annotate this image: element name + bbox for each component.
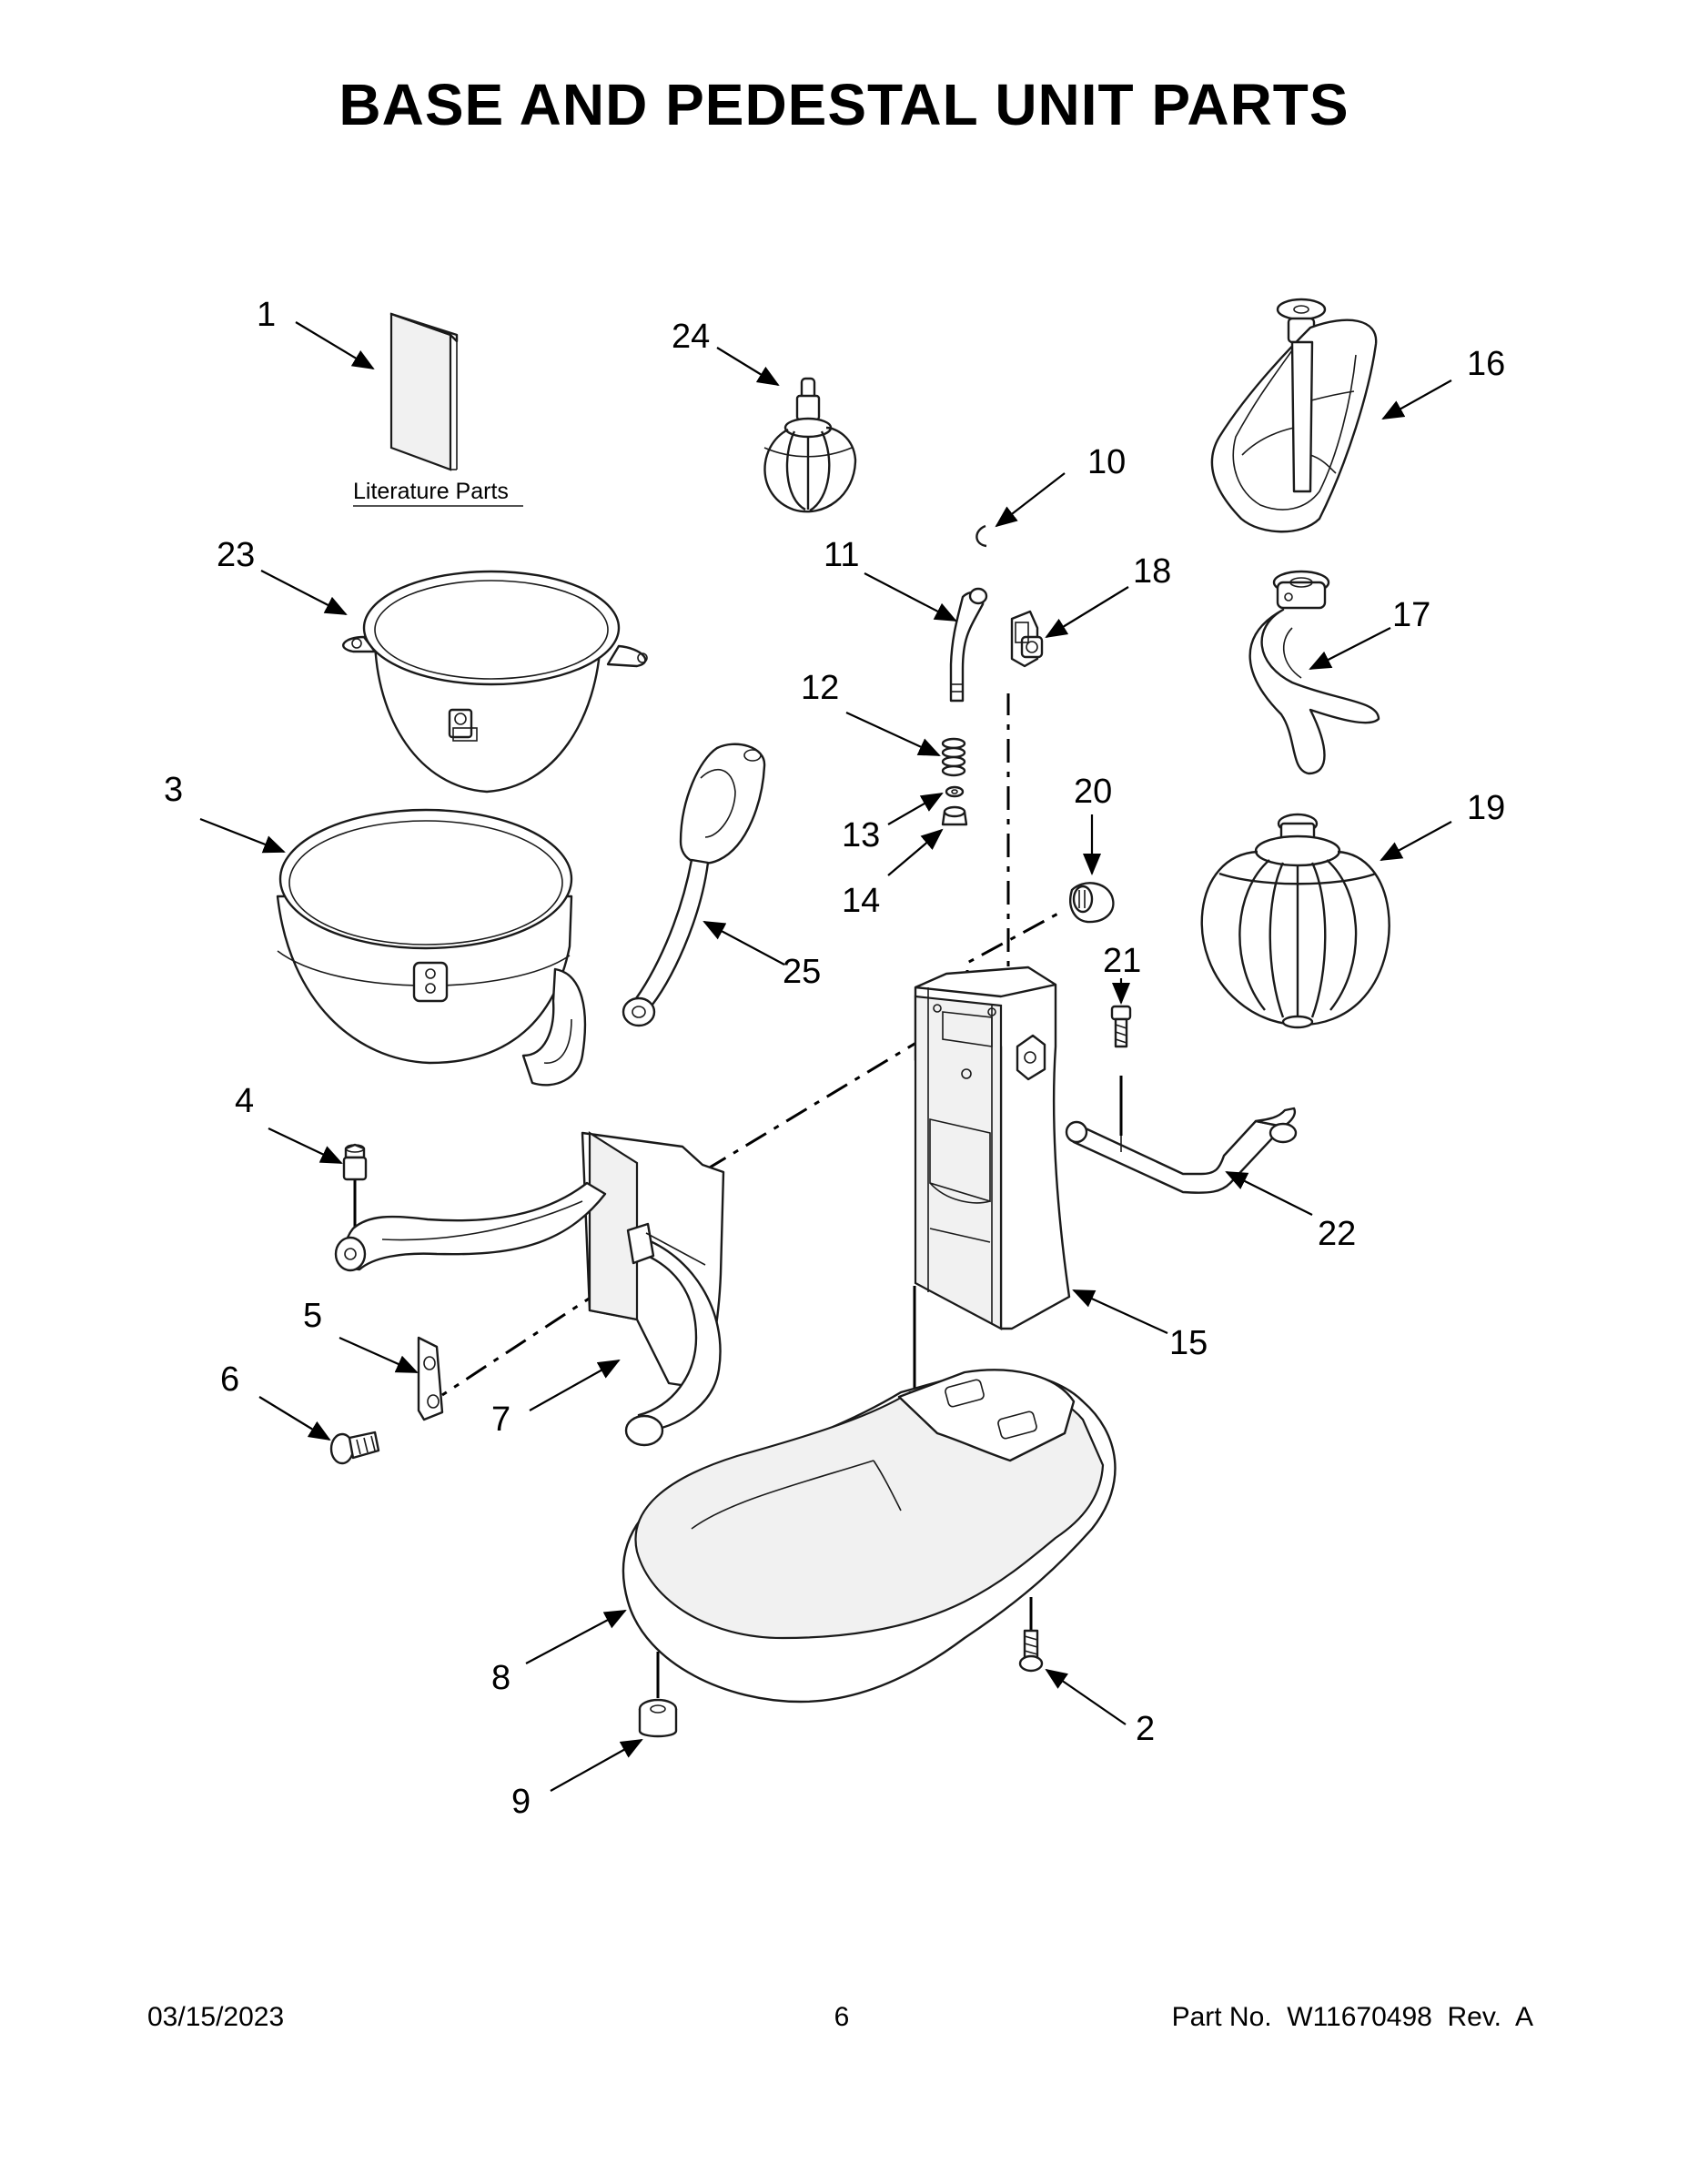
callout-14: 14: [842, 882, 880, 920]
crank-handle-part: [1065, 1107, 1298, 1194]
base-screw-part: [1018, 1629, 1044, 1673]
callout-18: 18: [1133, 552, 1171, 591]
callout-15: 15: [1169, 1324, 1208, 1362]
callout-10: 10: [1087, 443, 1126, 481]
callout-1: 1: [257, 296, 276, 334]
callout-9: 9: [511, 1783, 531, 1821]
wire-whip-part: [1200, 813, 1390, 1029]
callout-7: 7: [491, 1400, 510, 1439]
pedestal-column-part: [914, 966, 1071, 1330]
callout-23: 23: [217, 536, 255, 574]
page-title: BASE AND PEDESTAL UNIT PARTS: [339, 72, 1349, 137]
spring-part: [941, 737, 966, 777]
callout-3: 3: [164, 771, 183, 809]
callout-11: 11: [824, 536, 859, 574]
callout-16: 16: [1467, 345, 1505, 383]
flat-beater-part: [1210, 298, 1378, 533]
callout-4: 4: [235, 1082, 254, 1120]
small-wire-whip-part: [763, 377, 857, 513]
clip-part: [417, 1336, 444, 1421]
screw-part: [1110, 1005, 1132, 1048]
footer-page-number: 6: [834, 2002, 850, 2032]
callout-5: 5: [303, 1297, 322, 1335]
adjusting-screw-part: [342, 1143, 368, 1181]
callout-12: 12: [801, 669, 839, 707]
callout-22: 22: [1318, 1215, 1356, 1253]
callout-leaders: [199, 321, 1452, 1792]
callout-2: 2: [1136, 1710, 1155, 1748]
bowl-small-part: [342, 570, 648, 794]
base-part: [622, 1369, 1117, 1704]
washer-part: [945, 785, 965, 798]
callout-17: 17: [1392, 596, 1430, 634]
spatula-part: [622, 743, 766, 1027]
nut-part: [941, 805, 968, 826]
lift-rod-part: [949, 587, 988, 703]
bowl-support-part: [334, 1130, 725, 1447]
callout-6: 6: [220, 1360, 239, 1399]
bracket-part: [1010, 610, 1044, 668]
callout-20: 20: [1074, 773, 1112, 811]
flat-head-screw-part: [329, 1431, 380, 1465]
callout-8: 8: [491, 1659, 510, 1697]
foot-part: [638, 1698, 678, 1738]
retaining-ring-part: [975, 524, 987, 548]
footer-date: 03/15/2023: [147, 2002, 285, 2032]
callout-numbers: 1 2 3 4 5 6 7 8 9 10 11 12 13 14 15 16 1…: [164, 296, 1505, 1821]
dough-hook-part: [1248, 570, 1380, 775]
bowl-large-part: [276, 808, 587, 1087]
literature-parts-booklet: Literature Parts: [353, 312, 523, 507]
footer-part-number: Part No. W11670498 Rev. A: [1171, 2002, 1533, 2032]
callout-19: 19: [1467, 789, 1505, 827]
callout-21: 21: [1103, 942, 1141, 980]
knob-part: [1069, 882, 1115, 924]
literature-parts-label: Literature Parts: [353, 479, 509, 504]
callout-25: 25: [783, 953, 821, 991]
callout-13: 13: [842, 816, 880, 854]
callout-24: 24: [672, 318, 710, 356]
